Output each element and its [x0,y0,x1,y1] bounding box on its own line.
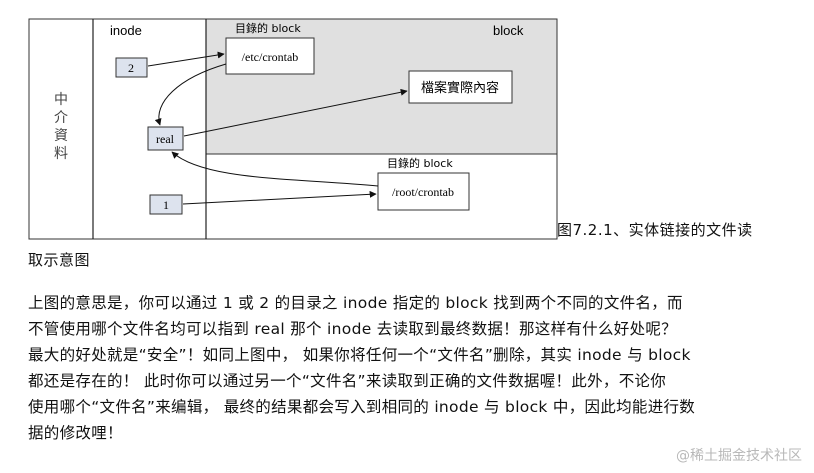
paragraph-line-2: 不管使用哪个文件名均可以指到 real 那个 inode 去读取到最终数据！那这… [28,320,677,338]
block-etc-crontab-box [225,37,315,75]
inode-1-label: 1 [163,198,169,212]
hard-link-diagram: inode block 中 介 資 料 目錄的 block 目錄的 block … [28,18,558,240]
col-block-label: block [493,23,524,38]
arrow-root-to-real [171,151,379,187]
block-file-content-label: 檔案實際內容 [421,80,499,96]
arrow-etc-to-real [154,63,227,126]
paragraph-line-6: 据的修改哩！ [28,424,123,442]
arrow-real-to-content [183,88,408,137]
body-paragraph: 上图的意思是，你可以通过 1 或 2 的目录之 inode 指定的 block … [28,290,798,446]
watermark: @稀土掘金技术社区 [676,448,802,464]
side-label-char-2: 介 [54,110,68,126]
paragraph-line-3: 最大的好处就是“安全”！如同上图中， 如果你将任何一个“文件名”删除，其实 in… [28,346,691,364]
dir-block-label-top: 目錄的 block [235,21,301,35]
figure-caption-line-1: 图7.2.1、实体链接的文件读 [557,221,753,239]
paragraph-line-1: 上图的意思是，你可以通过 1 或 2 的目录之 inode 指定的 block … [28,294,683,312]
inode-2-label: 2 [128,61,134,75]
diagram-svg: inode block 中 介 資 料 目錄的 block 目錄的 block … [28,18,558,240]
figure-caption-line-2: 取示意图 [28,251,91,269]
inode-real-box [147,126,184,151]
arrow-inode2-to-etc [147,51,225,67]
block-root-crontab-box [377,172,470,211]
dir-block-label-bottom: 目錄的 block [387,156,453,170]
block-file-content-box [408,70,513,104]
side-label-char-1: 中 [54,92,68,108]
paragraph-line-5: 使用哪个“文件名”来编辑， 最终的结果都会写入到相同的 inode 与 bloc… [28,398,696,416]
block-root-crontab-label: /root/crontab [392,185,454,199]
side-label-char-3: 資 [54,128,68,144]
arrow-inode1-to-root [182,190,377,205]
side-label-char-4: 料 [54,146,68,162]
paragraph-line-4: 都还是存在的！ 此时你可以通过另一个“文件名”来读取到正确的文件数据喔！此外，不… [28,372,667,390]
inode-real-label: real [156,132,175,146]
inode-1-box [149,194,183,215]
col-inode-label: inode [110,23,142,38]
block-etc-crontab-label: /etc/crontab [242,50,299,64]
inode-2-box [115,57,148,78]
